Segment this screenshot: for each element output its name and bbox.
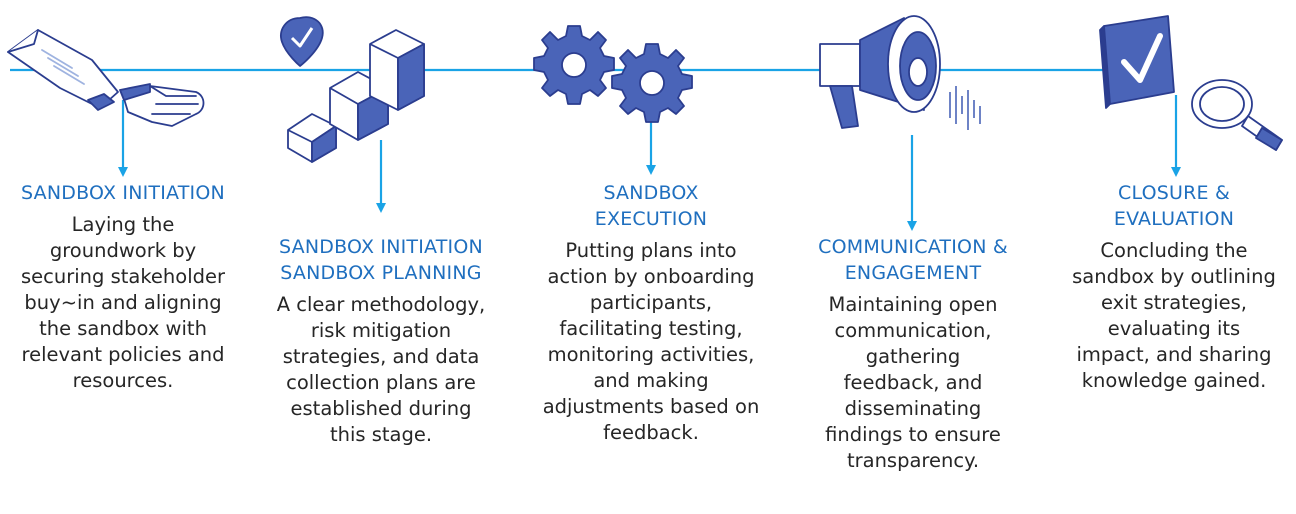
stage-1-description: Laying the groundwork by securing stakeh…	[0, 212, 246, 394]
stage-2-title: SANDBOX INITIATION SANDBOX PLANNING	[256, 234, 506, 286]
stage-5-desc-line-1: Concluding the	[1100, 239, 1248, 262]
stage-2-desc-line-5: established during	[290, 397, 472, 420]
gears-icon	[533, 25, 693, 123]
stage-5-desc-line-2: sandbox by outlining	[1072, 265, 1276, 288]
stage-3-desc-line-7: adjustments based on	[542, 395, 760, 418]
stage-1-desc-line-1: Laying the	[71, 213, 175, 236]
stage-4-desc-line-6: findings to ensure	[825, 423, 1001, 446]
stage-4-description: Maintaining open communication, gatherin…	[788, 292, 1038, 474]
stage-3-title-line-1: SANDBOX	[603, 182, 699, 204]
stage-5-description: Concluding the sandbox by outlining exit…	[1052, 238, 1296, 394]
stage-3-desc-line-3: participants,	[589, 291, 713, 314]
stage-5-desc-line-3: exit strategies,	[1100, 291, 1248, 314]
stage-4-desc-line-5: disseminating	[844, 397, 982, 420]
stage-3-desc-line-4: facilitating testing,	[559, 317, 743, 340]
stage-4-desc-line-4: feedback, and	[843, 371, 983, 394]
stage-1-desc-line-3: securing stakeholder	[20, 265, 226, 288]
stage-5: CLOSURE & EVALUATION Concluding the sand…	[1052, 180, 1296, 394]
stage-1-desc-line-2: groundwork by	[49, 239, 197, 262]
stage-3-desc-line-1: Putting plans into	[565, 239, 737, 262]
stage-1-desc-line-7: resources.	[72, 369, 174, 392]
megaphone-icon	[819, 15, 981, 130]
stage-4-title: COMMUNICATION & ENGAGEMENT	[788, 234, 1038, 286]
stage-5-desc-line-6: knowledge gained.	[1081, 369, 1267, 392]
stage-4: COMMUNICATION & ENGAGEMENT Maintaining o…	[788, 234, 1038, 474]
stage-4-desc-line-2: communication,	[834, 319, 992, 342]
stage-5-desc-line-4: evaluating its	[1107, 317, 1241, 340]
stage-3-description: Putting plans into action by onboarding …	[528, 238, 774, 446]
stage-5-desc-line-5: impact, and sharing	[1076, 343, 1272, 366]
stage-1-desc-line-6: relevant policies and	[21, 343, 225, 366]
stage-3-title: SANDBOX EXECUTION	[528, 180, 774, 232]
stage-5-title: CLOSURE & EVALUATION	[1052, 180, 1296, 232]
stage-3-desc-line-8: feedback.	[603, 421, 699, 444]
stage-1-title: SANDBOX INITIATION	[0, 180, 246, 206]
stage-2-desc-line-2: risk mitigation	[310, 319, 452, 342]
stage-2-desc-line-6: this stage.	[329, 423, 433, 446]
stage-4-title-line-2: ENGAGEMENT	[844, 262, 982, 284]
stage-2: SANDBOX INITIATION SANDBOX PLANNING A cl…	[256, 234, 506, 448]
stage-4-desc-line-1: Maintaining open	[828, 293, 998, 316]
stage-2-desc-line-4: collection plans are	[286, 371, 476, 394]
stage-3: SANDBOX EXECUTION Putting plans into act…	[528, 180, 774, 446]
checkbox-magnifier-icon	[1099, 15, 1283, 151]
stage-4-title-line-1: COMMUNICATION &	[818, 236, 1008, 258]
stage-2-desc-line-1: A clear methodology,	[276, 293, 486, 316]
stage-3-desc-line-6: and making	[593, 369, 709, 392]
cubes-with-checkmark-pin-icon	[280, 16, 425, 163]
stage-4-desc-line-7: transparency.	[846, 449, 980, 472]
stage-2-title-line-2: SANDBOX PLANNING	[280, 262, 482, 284]
stage-1-desc-line-5: the sandbox with	[39, 317, 207, 340]
stage-1-title-line-1: SANDBOX INITIATION	[21, 182, 225, 204]
stage-5-title-line-1: CLOSURE &	[1118, 182, 1230, 204]
stage-2-title-line-1: SANDBOX INITIATION	[279, 236, 483, 258]
hand-signing-document-icon	[7, 29, 205, 127]
stage-2-desc-line-3: strategies, and data	[282, 345, 480, 368]
stage-1-desc-line-4: buy~in and aligning	[24, 291, 222, 314]
stage-4-desc-line-3: gathering	[865, 345, 961, 368]
stage-5-title-line-2: EVALUATION	[1113, 208, 1235, 230]
stage-1: SANDBOX INITIATION Laying the groundwork…	[0, 180, 246, 394]
stage-3-desc-line-5: monitoring activities,	[547, 343, 755, 366]
stage-2-description: A clear methodology, risk mitigation str…	[256, 292, 506, 448]
stage-3-title-line-2: EXECUTION	[594, 208, 708, 230]
stage-3-desc-line-2: action by onboarding	[547, 265, 755, 288]
